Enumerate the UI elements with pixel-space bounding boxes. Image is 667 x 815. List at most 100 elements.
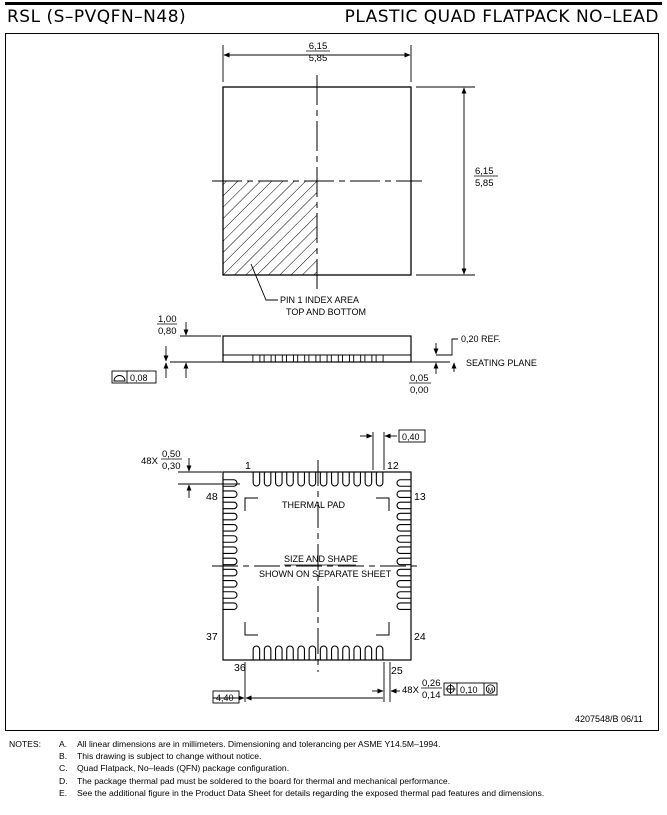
bottom-lead	[297, 645, 305, 660]
side-lead	[286, 354, 294, 363]
top-width-min: 5,85	[309, 53, 328, 64]
bottom-lead	[223, 568, 238, 577]
lead-length-min: 0,30	[162, 461, 181, 472]
bottom-lead	[252, 472, 261, 487]
side-lead	[297, 354, 306, 363]
pin-number-1: 1	[245, 460, 251, 472]
pin-number-25: 25	[391, 665, 403, 677]
bottom-lead	[223, 602, 238, 610]
notes-list: A.All linear dimensions are in millimete…	[59, 738, 667, 799]
position-tolerance-icon	[445, 684, 456, 694]
bottom-lead	[375, 472, 384, 487]
bottom-lead	[286, 645, 294, 660]
bottom-lead	[223, 580, 238, 588]
bottom-view: THERMAL PAD SIZE AND SHAPE SHOWN ON SEPA…	[141, 429, 498, 704]
pin-number-12: 12	[387, 460, 399, 472]
top-height-max: 6,15	[475, 166, 494, 177]
top-width-max: 6,15	[309, 41, 328, 52]
side-lead	[330, 354, 339, 363]
bottom-lead	[223, 512, 238, 521]
pin-number-13: 13	[414, 491, 426, 503]
side-lead	[252, 354, 261, 363]
bottom-lead	[223, 546, 238, 554]
bottom-lead	[308, 472, 317, 487]
lead-count-prefix: 48X	[141, 456, 159, 467]
pin1-index-hatch	[223, 181, 317, 275]
header-rule	[5, 2, 662, 5]
bottom-lead	[263, 472, 272, 487]
pin-number-48: 48	[206, 491, 218, 503]
bottom-lead	[353, 472, 361, 487]
note-item: D.The package thermal pad must be solder…	[59, 775, 451, 786]
lead-pitch: 0,40	[402, 432, 420, 442]
note-item: E.See the additional figure in the Produ…	[59, 787, 545, 798]
bottom-lead	[308, 645, 317, 660]
size-shape-label: SIZE AND SHAPE	[284, 554, 358, 564]
bottom-lead	[396, 602, 411, 610]
note-item: B.This drawing is subject to change with…	[59, 751, 262, 762]
side-lead	[353, 354, 362, 363]
bottom-lead	[342, 472, 350, 487]
bottom-lead	[396, 490, 411, 498]
bottom-lead	[342, 645, 350, 660]
bottom-lead	[364, 645, 373, 660]
pin-number-37: 37	[206, 631, 218, 643]
lead-thickness-ref: 0,20 REF.	[461, 334, 501, 344]
side-lead	[319, 354, 328, 363]
bottom-lead	[396, 524, 411, 532]
bottom-lead	[396, 501, 411, 510]
top-height-min: 5,85	[475, 178, 494, 189]
bottom-lead	[286, 472, 294, 487]
bottom-lead	[223, 524, 238, 532]
pin1-index-label: PIN 1 INDEX AREA	[280, 295, 359, 305]
bottom-lead	[396, 512, 411, 521]
bottom-lead	[297, 472, 305, 487]
standoff-min: 0,00	[410, 385, 429, 396]
lead-width-max: 0,26	[422, 678, 441, 689]
package-code-title: RSL (S–PVQFN–N48)	[7, 7, 187, 27]
bottom-view-leads	[223, 472, 411, 660]
bottom-lead	[396, 580, 411, 588]
bottom-lead	[252, 645, 261, 660]
notes-label: NOTES:	[9, 739, 41, 749]
package-drawing: 6,15 5,85 6,15 5,85 PIN 1 INDEX AREA TOP…	[111, 41, 643, 724]
side-view: 1,00 0,80 0,08 0,20 REF. SEATING PLANE 0…	[111, 314, 537, 396]
bottom-lead	[396, 546, 411, 554]
lead-width-min: 0,14	[422, 690, 441, 701]
side-lead	[364, 354, 373, 363]
bottom-lead	[396, 557, 411, 566]
side-lead	[342, 354, 350, 363]
pin1-index-label-2: TOP AND BOTTOM	[286, 307, 366, 317]
mmc-modifier-letter: M	[488, 687, 493, 694]
note-item: C.Quad Flatpack, No–leads (QFN) package …	[59, 763, 290, 774]
flatness-tolerance: 0,08	[130, 373, 148, 383]
drawing-frame	[5, 33, 659, 731]
bottom-lead	[364, 472, 373, 487]
lead-length-max: 0,50	[162, 449, 181, 460]
thermal-pad-outline	[244, 497, 390, 636]
seating-plane-label: SEATING PLANE	[466, 358, 537, 368]
bottom-lead	[396, 479, 411, 487]
lead-width-prefix: 48X	[402, 685, 420, 696]
bottom-lead	[396, 591, 411, 599]
bottom-lead	[331, 645, 339, 660]
lead-span: 4,40	[216, 693, 234, 703]
note-item: A.All linear dimensions are in millimete…	[59, 739, 441, 749]
pin-number-24: 24	[414, 631, 426, 643]
package-type-title: PLASTIC QUAD FLATPACK NO–LEAD	[344, 7, 659, 27]
position-tolerance-value: 0,10	[460, 685, 478, 695]
top-view: 6,15 5,85 6,15 5,85 PIN 1 INDEX AREA TOP…	[212, 41, 498, 317]
bottom-lead	[223, 490, 238, 498]
bottom-lead	[223, 591, 238, 599]
bottom-lead	[319, 645, 328, 660]
side-lead	[308, 354, 317, 363]
bottom-lead	[223, 479, 238, 487]
bottom-lead	[263, 645, 272, 660]
side-lead	[263, 354, 272, 363]
thermal-pad-label: THERMAL PAD	[282, 500, 346, 510]
standoff-max: 0,05	[410, 373, 429, 384]
drawing-number: 4207548/B 06/11	[575, 714, 643, 724]
bottom-lead	[375, 645, 384, 660]
separate-sheet-label: SHOWN ON SEPARATE SHEET	[259, 569, 392, 579]
side-view-leads	[252, 354, 384, 363]
